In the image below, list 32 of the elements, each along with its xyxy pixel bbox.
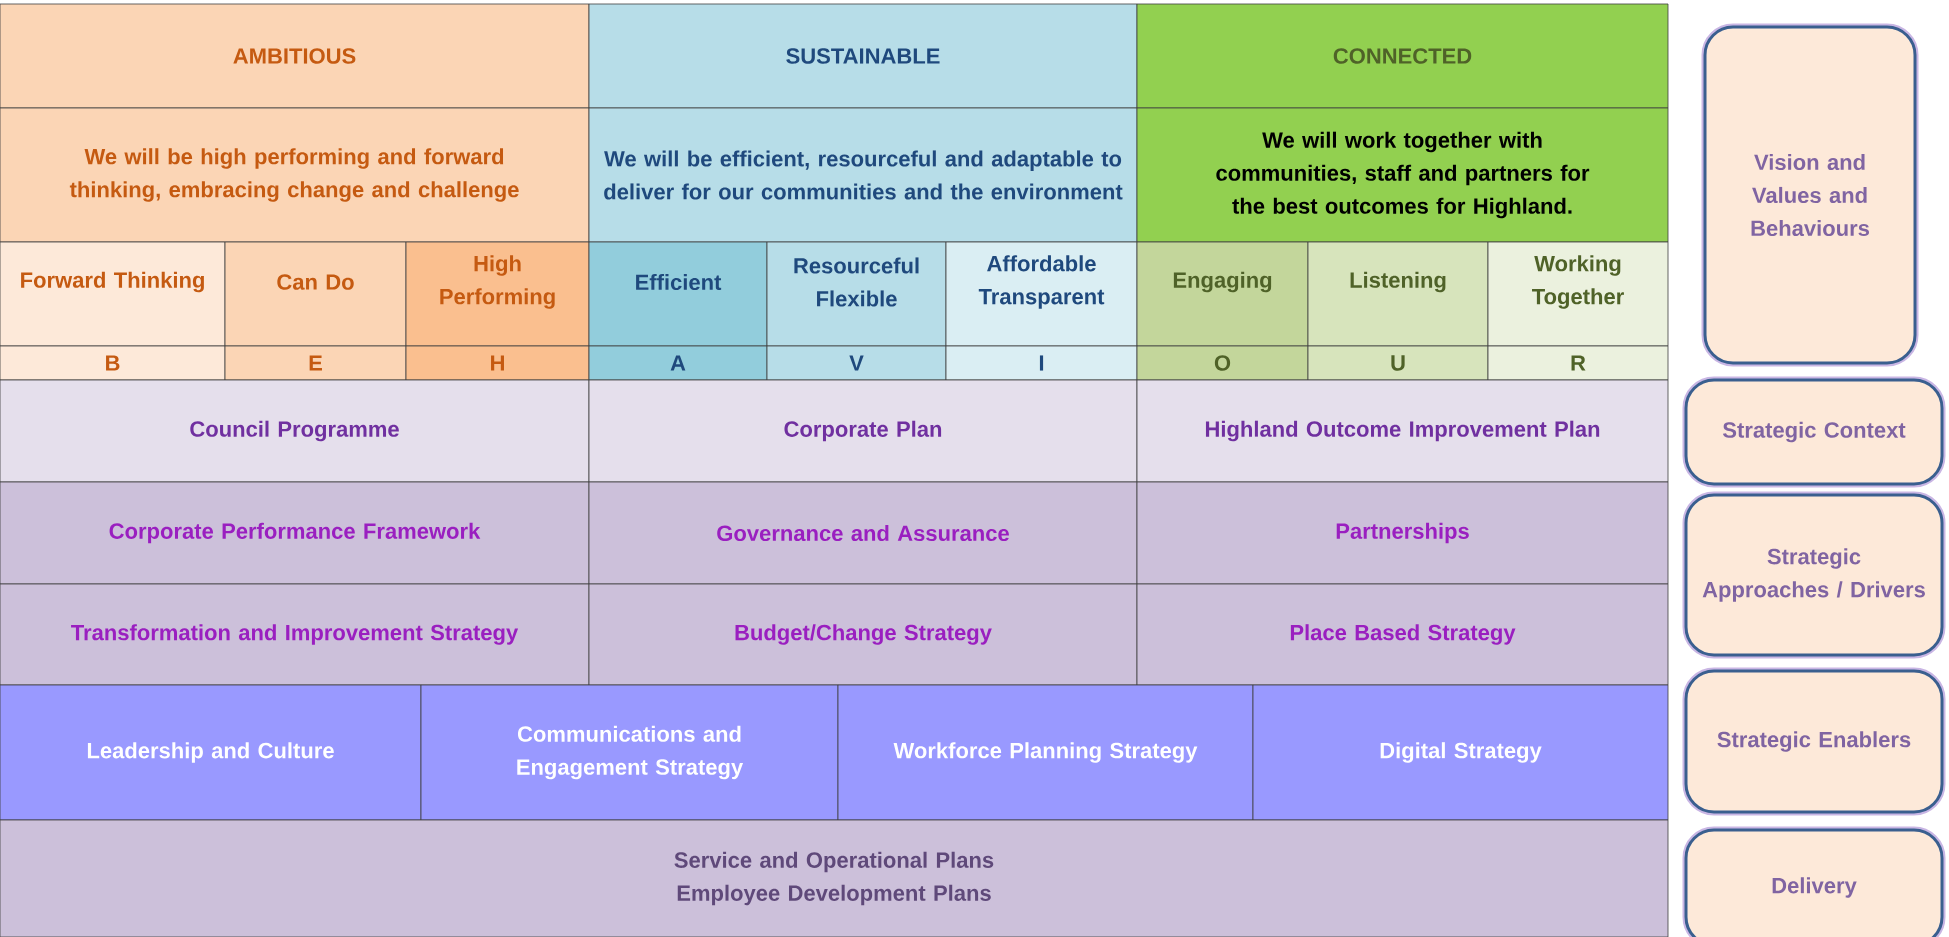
table-cell: Partnerships [1136,481,1669,585]
table-cell: E [224,345,407,381]
section-label-box: Strategic Approaches / Drivers [1682,491,1946,659]
table-cell: U [1307,345,1489,381]
table-cell: CONNECTED [1136,3,1669,109]
table-cell: V [766,345,947,381]
table-cell: B [0,345,226,381]
table-cell: We will work together with communities, staff and partners for the best outcomes for Highland. [1136,107,1669,243]
table-cell: Transformation and Improvement Strategy [0,583,590,686]
table-cell: Governance and Assurance [588,481,1138,585]
section-label-box: Delivery [1682,826,1946,937]
table-cell: H [405,345,590,381]
table-cell: R [1487,345,1669,381]
table-cell: Corporate Performance Framework [0,481,590,585]
section-label-box: Strategic Context [1682,376,1946,488]
table-cell: Budget/Change Strategy [588,583,1138,686]
table-cell: Workforce Planning Strategy [837,684,1254,821]
table-cell: Service and Operational Plans Employee Development Plans [0,819,1669,937]
section-label-box: Strategic Enablers [1682,667,1946,816]
table-cell: Corporate Plan [588,379,1138,483]
table-cell: Communications and Engagement Strategy [420,684,839,821]
table-cell: Place Based Strategy [1136,583,1669,686]
table-cell: Digital Strategy [1252,684,1669,821]
table-cell: A [588,345,768,381]
table-cell: O [1136,345,1309,381]
table-cell: Highland Outcome Improvement Plan [1136,379,1669,483]
table-cell: AMBITIOUS [0,3,590,109]
table-cell: I [945,345,1138,381]
table-cell: Council Programme [0,379,590,483]
section-label-box: Vision and Values and Behaviours [1701,23,1919,367]
table-cell: Leadership and Culture [0,684,422,821]
table-cell: SUSTAINABLE [588,3,1138,109]
